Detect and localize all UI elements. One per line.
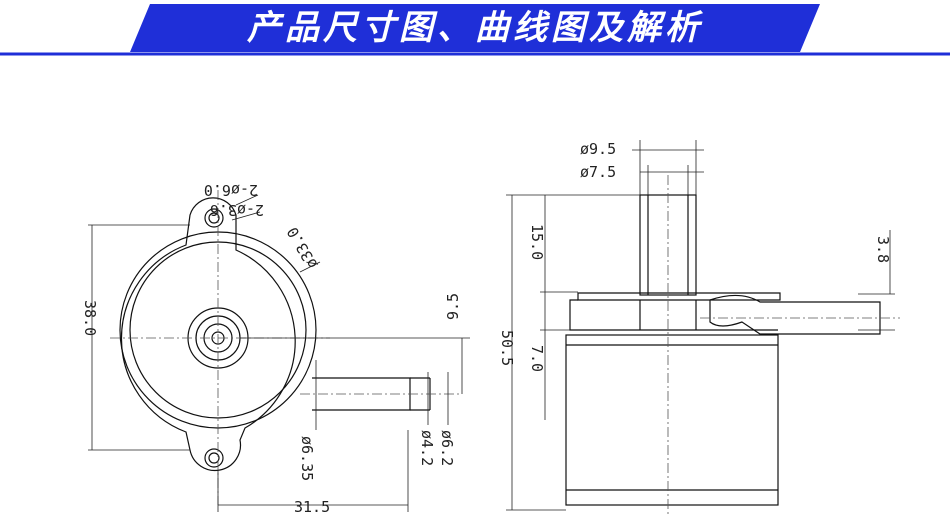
front-view (119, 197, 431, 472)
label-body-diameter: ø33.0 (283, 224, 321, 272)
bottom-hole-inner (208, 452, 220, 464)
side-main-body (565, 334, 779, 506)
side-view (565, 194, 881, 506)
flange (577, 292, 781, 301)
label-inlet-inner: ø7.5 (580, 163, 616, 181)
header-band (0, 0, 950, 56)
label-mount-holes-outer: 2-ø6.0 (204, 181, 258, 199)
front-inner-circle (129, 241, 307, 419)
label-outlet-dia: 3.8 (874, 236, 892, 263)
label-outlet-outer-right: ø6.2 (438, 430, 456, 466)
front-body-outline (120, 197, 296, 472)
label-inlet-length: 15.0 (528, 224, 546, 260)
bottom-hole-outer (204, 448, 224, 468)
top-hole-outer (204, 208, 224, 228)
label-outlet-offset: 9.5 (444, 293, 462, 320)
label-outlet-inner-right: ø4.2 (418, 430, 436, 466)
side-outlet-pipe (709, 294, 881, 335)
top-hole-inner (208, 212, 220, 224)
label-width: 31.5 (294, 498, 330, 516)
label-outlet-outer-left: ø6.35 (298, 436, 316, 481)
title-band-shape (130, 4, 820, 52)
header-banner: 产品尺寸图、曲线图及解析 (0, 0, 950, 58)
label-flange-height: 7.0 (528, 345, 546, 372)
page-title: 产品尺寸图、曲线图及解析 (247, 8, 703, 48)
label-inlet-outer: ø9.5 (580, 140, 616, 158)
label-total-height: 50.5 (498, 330, 516, 366)
label-height: 38.0 (81, 300, 99, 336)
label-mount-holes-inner: 2-ø3.6 (210, 201, 264, 219)
